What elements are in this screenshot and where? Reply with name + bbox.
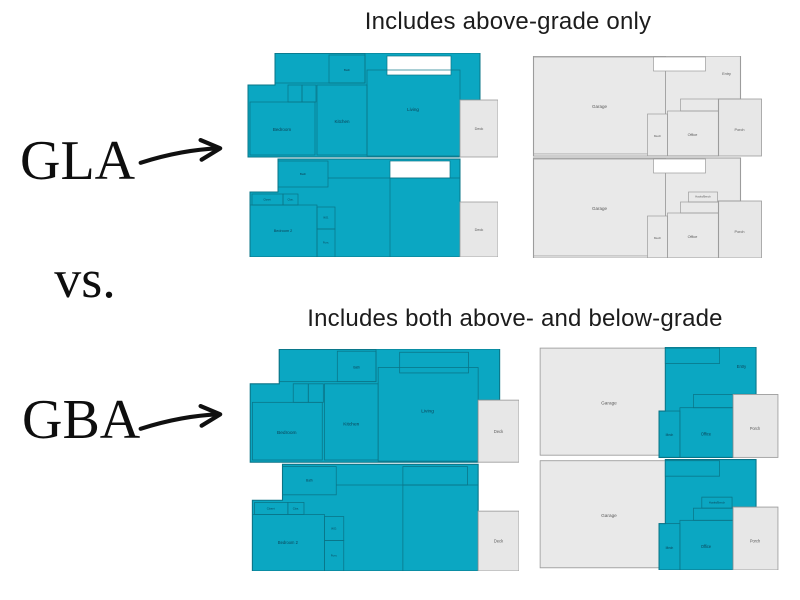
garage-room <box>533 56 666 155</box>
bedroom-room <box>251 401 323 461</box>
lower-garage-level: Garage Hooks/Bench Mech Office Porch <box>532 157 762 258</box>
room-label: Garage <box>592 206 608 211</box>
room-label: Living <box>421 408 434 414</box>
stair-cutout <box>389 160 451 179</box>
room-label: Mech <box>654 134 662 138</box>
room-label: Deck <box>494 429 504 434</box>
room-label: Office <box>701 431 712 436</box>
room-label: Furn. <box>331 554 338 558</box>
room-label: Garage <box>601 513 617 519</box>
lower-floor: Bath Closet Clos. Bedroom 2 W.D. Furn. D… <box>249 158 498 257</box>
deck-area <box>477 510 519 571</box>
deck-area <box>459 99 498 158</box>
garage-room <box>539 347 679 456</box>
room-label: Living <box>407 107 419 112</box>
gba-arrow-icon <box>138 404 223 431</box>
room-label: Mech <box>654 236 662 240</box>
room-label: Entry <box>722 72 731 76</box>
room-label: Deck <box>475 228 484 232</box>
bath-room <box>282 466 337 496</box>
room-label: Bath <box>300 172 307 176</box>
stair-cutout <box>402 466 468 486</box>
bedroom-room <box>249 101 316 156</box>
room-label: Bath <box>306 479 313 483</box>
porch-area <box>732 394 779 458</box>
furn-room <box>324 540 345 571</box>
room-label: Office <box>688 133 698 137</box>
room-label: Porch <box>750 426 760 431</box>
bath-room <box>277 160 329 188</box>
wall-lines <box>328 177 460 257</box>
room-label: Office <box>701 544 712 549</box>
room-label: Hooks/Bench <box>695 195 711 199</box>
lower-floor: Bath Closet Clos. Bedroom 2 W.D. Furn. D… <box>251 463 519 571</box>
porch-area <box>718 200 762 258</box>
upper-floor: Bath Bedroom Kitchen Living Deck <box>247 53 498 158</box>
room-label: Mech <box>666 546 674 550</box>
room-label: Garage <box>601 401 617 407</box>
room-label: Clos. <box>288 198 294 202</box>
room-label: Deck <box>494 539 504 544</box>
room-label: W.D. <box>323 216 329 220</box>
room-label: Deck <box>475 127 484 131</box>
gla-above-grade-floorplan: Bath Bedroom Kitchen Living Deck Bath Cl… <box>247 53 498 257</box>
room-label: Bath <box>353 365 360 369</box>
furn-room <box>316 228 336 257</box>
room-label: Porch <box>750 538 760 543</box>
lower-garage-level: Garage Hooks/Bench Mech Office Porch <box>539 459 779 570</box>
stair-notch <box>653 56 706 72</box>
room-label: Porch <box>735 128 745 132</box>
gba-label: GBA <box>22 389 141 451</box>
room-label: Bedroom 2 <box>274 229 293 233</box>
room-label: Office <box>688 235 698 239</box>
room-label: Porch <box>735 230 745 234</box>
room-label: Mech <box>666 433 674 437</box>
room-label: Hooks/Bench <box>709 500 726 504</box>
stair-cutout <box>399 351 469 374</box>
room-label: Garage <box>592 104 608 109</box>
stair-notch <box>664 347 720 364</box>
deck-area <box>459 201 498 257</box>
porch-area <box>718 98 762 157</box>
room-label: Kitchen <box>343 421 359 427</box>
room-label: Entry <box>737 364 747 369</box>
room-label: Bath <box>344 68 351 72</box>
room-label: W.D. <box>331 526 337 530</box>
stair-notch <box>664 460 720 477</box>
bath-room <box>328 54 366 84</box>
gla-label: GLA <box>20 130 136 192</box>
gla-arrow-icon <box>138 138 223 165</box>
room-label: Furn. <box>323 241 329 245</box>
upper-garage-level: Garage Entry Mech Office Porch <box>539 347 779 458</box>
room-label: Kitchen <box>334 119 350 124</box>
stair-notch <box>653 158 706 174</box>
garage-room <box>539 460 679 569</box>
upper-floor: Bath Bedroom Kitchen Living Deck <box>249 349 519 463</box>
above-grade-title: Includes above-grade only <box>364 8 652 35</box>
building-outline <box>532 157 742 258</box>
upper-garage-level: Garage Entry Mech Office Porch <box>532 56 762 157</box>
vs-label: vs. <box>54 249 116 309</box>
room-label: Clos. <box>293 507 300 511</box>
room-label: Closet <box>263 198 271 202</box>
wall-lines <box>336 484 479 571</box>
both-grades-title: Includes both above- and below-grade <box>307 305 723 332</box>
room-label: Closet <box>267 507 275 511</box>
gba-above-grade-floorplan: Bath Bedroom Kitchen Living Deck Bath Cl… <box>249 349 519 571</box>
room-label: Bedroom <box>273 127 292 132</box>
stair-cutout <box>386 55 452 76</box>
room-label: Bedroom <box>277 430 297 436</box>
bath-room <box>336 350 377 383</box>
building-outline <box>532 56 742 157</box>
porch-area <box>732 506 779 570</box>
room-label: Bedroom 2 <box>278 540 299 545</box>
gla-below-grade-floorplan: Garage Entry Mech Office Porch Garage Ho… <box>532 56 762 258</box>
deck-area <box>477 399 519 463</box>
gba-below-grade-floorplan: Garage Entry Mech Office Porch Garage Ho… <box>539 347 779 570</box>
